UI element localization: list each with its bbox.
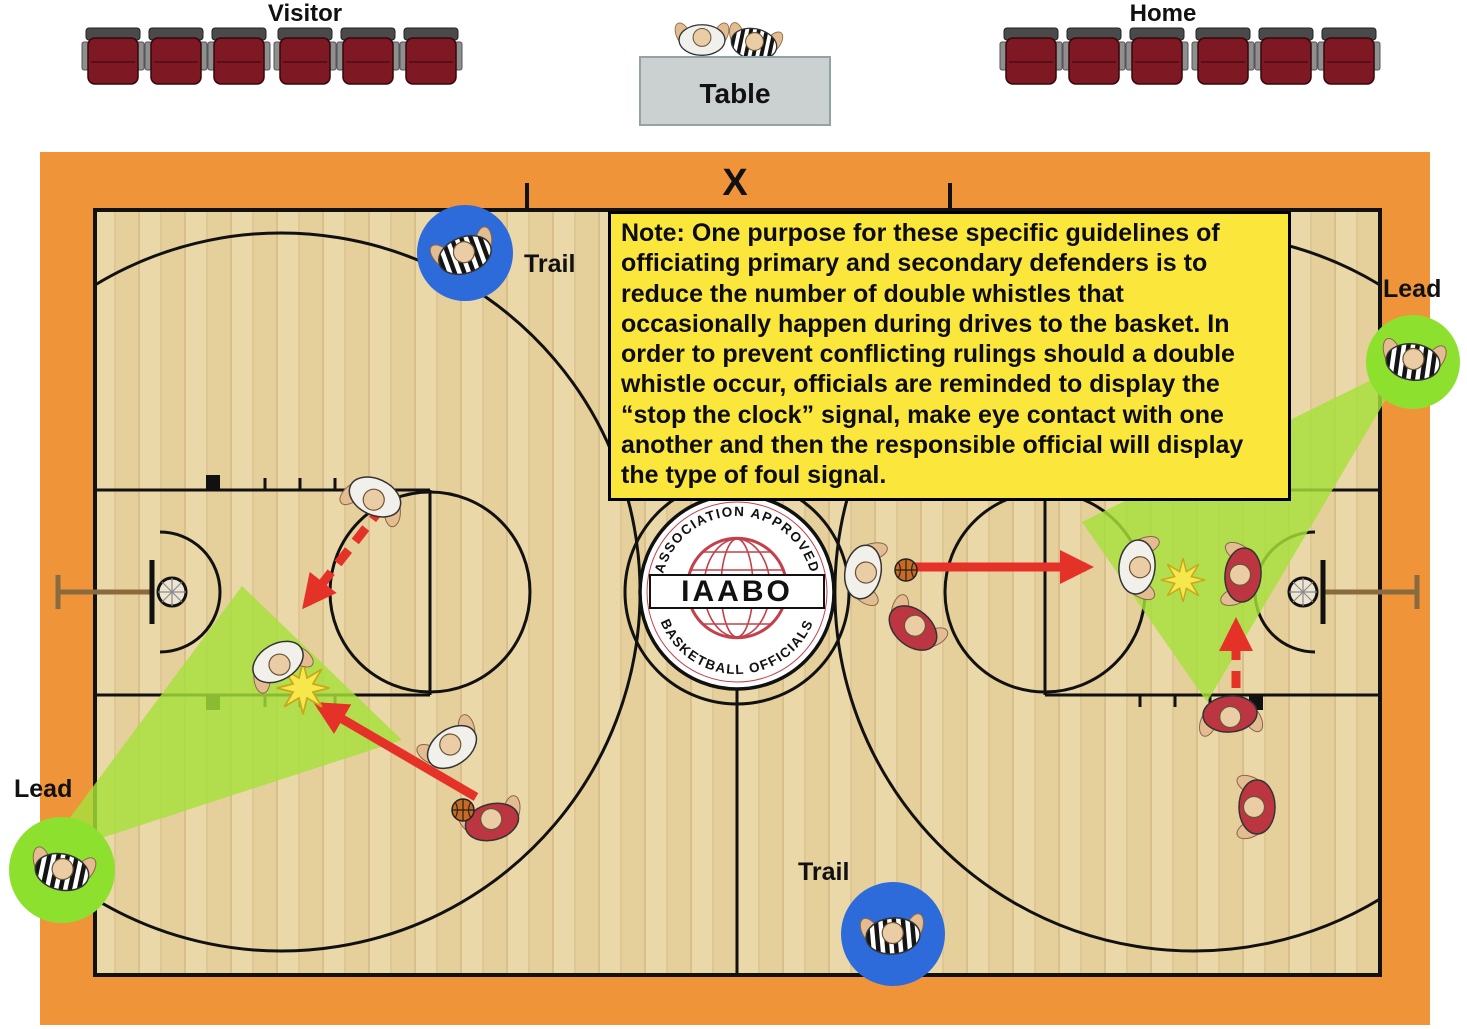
bench-chair	[1125, 27, 1189, 85]
center-sideline-x-marker: X	[722, 162, 748, 204]
home-bench	[999, 27, 1381, 85]
visitor-bench-label: Visitor	[267, 0, 343, 27]
bench-chair	[1254, 27, 1318, 85]
home-bench-label: Home	[1129, 0, 1197, 27]
scorers-table	[639, 56, 831, 126]
lead-right-label: Lead	[1383, 275, 1442, 303]
basketball	[451, 798, 475, 822]
trail-top-label: Trail	[524, 250, 576, 278]
note-text: One purpose for these specific guideline…	[621, 219, 1244, 489]
basket-left	[55, 560, 188, 624]
bench-chair	[999, 27, 1063, 85]
lead-left-coverage-cone	[40, 586, 402, 858]
visitor-bench	[81, 27, 463, 85]
basketball	[894, 558, 918, 582]
table-official-figure	[671, 19, 733, 56]
scorers-table-group	[639, 17, 831, 126]
movement-arrows	[302, 503, 1254, 801]
bench-chair	[207, 27, 271, 85]
rim-left	[156, 576, 188, 608]
basket-right	[1287, 560, 1420, 624]
lead-right-coverage-cone	[1082, 362, 1408, 702]
bench-chair	[1062, 27, 1126, 85]
bench-chair	[1317, 27, 1381, 85]
logo-name-text: IAABO	[681, 575, 793, 608]
scorers-table-label: Table	[699, 78, 771, 109]
bench-chair	[1191, 27, 1255, 85]
trail-bottom-label: Trail	[798, 858, 850, 886]
bench-chair	[144, 27, 208, 85]
rim-right	[1287, 576, 1319, 608]
note-label: Note:	[621, 219, 685, 247]
bench-chair	[81, 27, 145, 85]
lead-left-label: Lead	[14, 775, 73, 803]
secondary-defender-arrow-left	[302, 503, 387, 610]
drive-arrow-left	[313, 701, 479, 801]
restricted-arc-left	[159, 530, 222, 654]
officials	[9, 205, 1460, 986]
bench-chair	[399, 27, 463, 85]
note-box: Note: One purpose for these specific gui…	[608, 211, 1291, 501]
iaabo-logo: ASSOCIATION APPROVED BASKETBALL OFFICIAL…	[638, 493, 836, 691]
contact-star-right	[1160, 557, 1206, 603]
bench-chair	[336, 27, 400, 85]
bench-chair	[273, 27, 337, 85]
